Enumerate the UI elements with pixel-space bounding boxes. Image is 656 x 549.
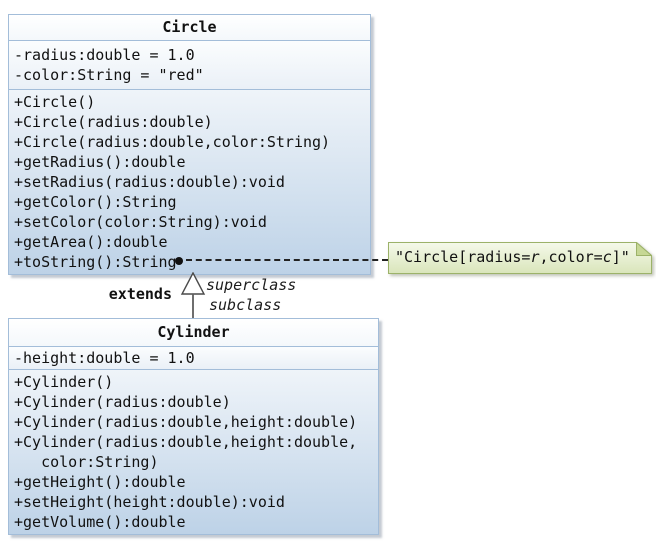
note-shape — [388, 242, 652, 274]
class-name-circle: Circle — [9, 15, 370, 41]
field-row: -color:String = "red" — [14, 66, 204, 84]
cylinder-fields-compartment: -height:double = 1.0 — [9, 347, 378, 370]
method-row-wrapped: color:String) — [14, 453, 159, 471]
hollow-triangle-arrowhead — [180, 272, 206, 295]
method-row: +setColor(color:String):void — [14, 213, 267, 231]
field-row: -height:double = 1.0 — [14, 349, 195, 367]
note-callout[interactable]: "Circle[radius=r,color=c]" — [388, 242, 652, 274]
note-text-part: ,color= — [539, 248, 603, 266]
class-box-circle[interactable]: Circle -radius:double = 1.0 -color:Strin… — [8, 14, 371, 275]
note-italic-c: c — [602, 248, 612, 266]
note-text: "Circle[radius=r,color=c]" — [395, 242, 630, 274]
method-row: +Cylinder(radius:double,height:double, — [14, 433, 358, 451]
method-row: +Cylinder(radius:double,height:double) — [14, 413, 358, 431]
inheritance-arrow — [180, 272, 206, 319]
dashed-connector-line — [186, 259, 388, 261]
note-text-part: ]" — [611, 248, 630, 266]
subclass-label: subclass — [209, 296, 282, 314]
method-row: +Circle(radius:double) — [14, 113, 213, 131]
method-row: +Circle() — [14, 93, 96, 111]
method-row: +getRadius():double — [14, 153, 186, 171]
field-row: -radius:double = 1.0 — [14, 46, 195, 64]
method-row: +getVolume():double — [14, 513, 186, 531]
note-italic-r: r — [530, 248, 540, 266]
circle-fields-compartment: -radius:double = 1.0 -color:String = "re… — [9, 41, 370, 90]
method-row: +setRadius(radius:double):void — [14, 173, 285, 191]
cylinder-methods-compartment: +Cylinder() +Cylinder(radius:double) +Cy… — [9, 370, 378, 534]
method-row: +getArea():double — [14, 233, 168, 251]
circle-methods-compartment: +Circle() +Circle(radius:double) +Circle… — [9, 90, 370, 274]
class-name-cylinder: Cylinder — [9, 319, 378, 347]
method-row: +Cylinder(radius:double) — [14, 393, 231, 411]
method-row: +Circle(radius:double,color:String) — [14, 133, 331, 151]
method-row: +setHeight(height:double):void — [14, 493, 285, 511]
note-text-part: "Circle[radius= — [395, 248, 531, 266]
extends-label: extends — [108, 285, 172, 303]
method-row: +toString():String — [14, 253, 177, 271]
class-box-cylinder[interactable]: Cylinder -height:double = 1.0 +Cylinder(… — [8, 318, 379, 535]
note-fold-corner — [636, 242, 652, 256]
connector-endpoint-dot — [175, 257, 183, 265]
superclass-label: superclass — [206, 276, 297, 294]
method-row: +getHeight():double — [14, 473, 186, 491]
method-row: +Cylinder() — [14, 373, 114, 391]
method-row: +getColor():String — [14, 193, 177, 211]
